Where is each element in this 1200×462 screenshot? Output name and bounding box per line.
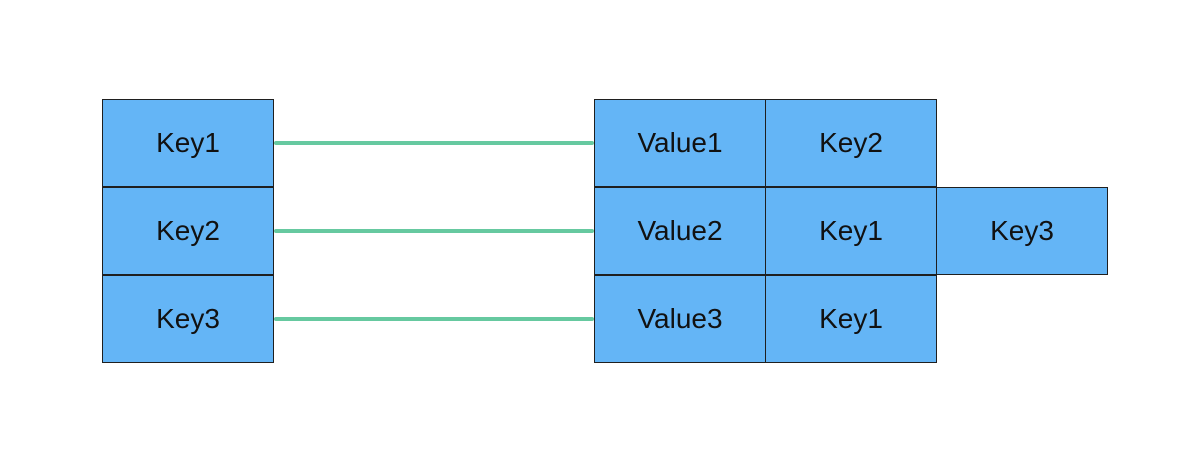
key-cell: Key2 [102, 187, 274, 275]
value-label: Value2 [637, 215, 723, 246]
connector-line [274, 317, 594, 321]
item-label: Key3 [990, 215, 1054, 246]
connector-line [274, 229, 594, 233]
key-label: Key2 [156, 215, 220, 246]
item-cell: Key3 [936, 187, 1108, 275]
value-cell: Value3 [594, 275, 766, 363]
item-label: Key1 [819, 303, 883, 334]
item-label: Key2 [819, 127, 883, 158]
key-cell: Key3 [102, 275, 274, 363]
value-label: Value1 [637, 127, 723, 158]
item-cell: Key1 [765, 275, 937, 363]
value-cell: Value1 [594, 99, 766, 187]
key-label: Key1 [156, 127, 220, 158]
key-label: Key3 [156, 303, 220, 334]
key-cell: Key1 [102, 99, 274, 187]
value-cell: Value2 [594, 187, 766, 275]
item-label: Key1 [819, 215, 883, 246]
connector-line [274, 141, 594, 145]
value-label: Value3 [637, 303, 723, 334]
item-cell: Key2 [765, 99, 937, 187]
item-cell: Key1 [765, 187, 937, 275]
